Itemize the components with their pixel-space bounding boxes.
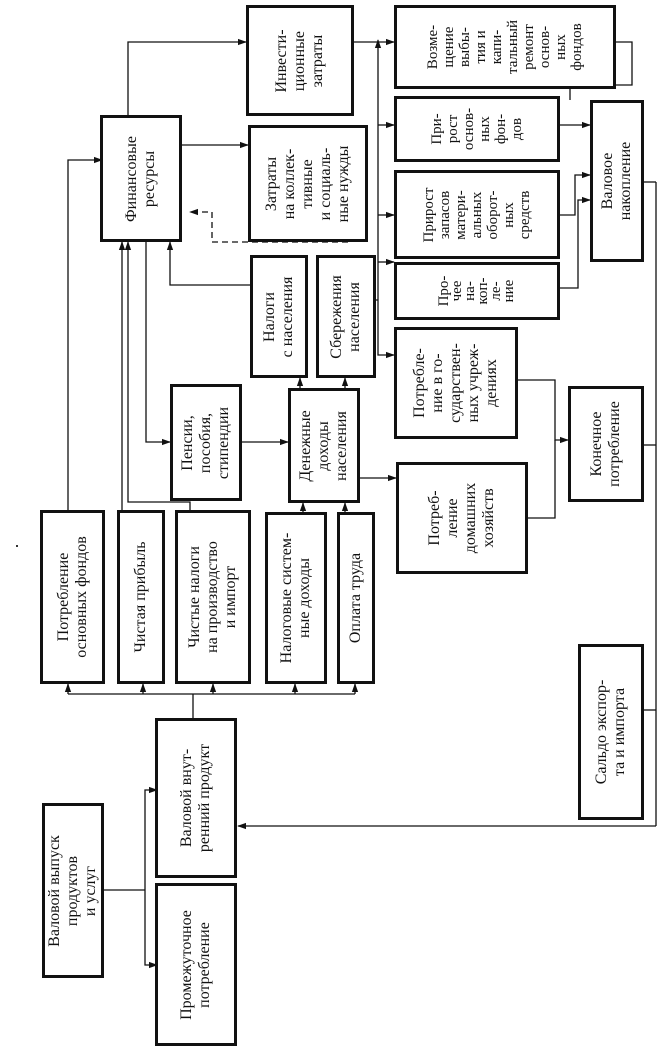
gdp-box: Валовой внут- ренний продукт	[155, 718, 237, 878]
arrow-taxes-to-finres	[166, 241, 250, 286]
arrow-fixed-capital-to-finres	[67, 156, 103, 510]
gross-accumulation-box: Валовое накопление	[590, 100, 644, 262]
investment-costs-box: Инвести- ционные затраты	[246, 5, 354, 116]
arrow-finres-to-investment	[127, 38, 247, 115]
wages-box: Оплата труда	[337, 512, 375, 684]
arrow-to-gdp	[144, 786, 158, 890]
arrow-savings-to-gov	[377, 300, 395, 359]
nontax-income-box: Налоговые систем- ные доходы	[265, 512, 327, 684]
government-consumption-box: Потребле- ние в го- сударствен- ных учре…	[394, 327, 518, 439]
fixed-capital-consumption-box: Потребление основных фондов	[40, 510, 105, 684]
population-taxes-box: Налоги с населения	[250, 255, 308, 378]
pensions-box: Пенсии, пособия, стипендии	[170, 384, 242, 501]
household-consumption-box: Потреб- ление домашних хозяйств	[396, 462, 528, 574]
net-taxes-box: Чистые налоги на производство и импорт	[175, 510, 251, 684]
scan-speck	[16, 545, 18, 547]
gross-output-box: Валовой выпуск продуктов и услуг	[42, 803, 104, 978]
collective-needs-box: Затраты на коллек- тивные и социаль- ные…	[248, 125, 368, 242]
net-profit-box: Чистая прибыль	[117, 510, 165, 684]
inventory-to-gross-accumulation	[560, 171, 591, 216]
population-savings-box: Сбережения населения	[316, 255, 376, 378]
gov-to-final-consumption	[518, 379, 569, 444]
fixed-assets-growth-box: При- рост основ- ных фон- дов	[394, 96, 560, 162]
other-accumulation-box: Про- чее на- коп- ле- ние	[394, 262, 560, 320]
intermediate-consumption-box: Промежуточное потребление	[155, 883, 237, 1046]
money-income-box: Денежные доходы населения	[288, 388, 360, 503]
final-consumption-box: Конечное потребление	[568, 386, 644, 502]
inventory-growth-box: Прирост запасов матери- альных оборот- н…	[394, 170, 560, 259]
replacement-to-gross-accumulation	[569, 41, 633, 100]
export-import-balance-box: Сальдо экспор- та и импорта	[578, 644, 644, 820]
arrow-finres-to-pensions	[145, 242, 171, 446]
household-to-final-consumption	[528, 440, 556, 519]
financial-resources-box: Финансовые ресурсы	[100, 115, 182, 242]
arrow-net-taxes-to-finres	[124, 241, 191, 510]
replacement-box: Возме- щение выбы- тия и капи- тальный р…	[394, 5, 616, 89]
dashed-collective-to-finres	[189, 208, 348, 243]
other-to-gross-accumulation	[560, 196, 591, 289]
arrow-to-intermediate	[144, 890, 158, 969]
